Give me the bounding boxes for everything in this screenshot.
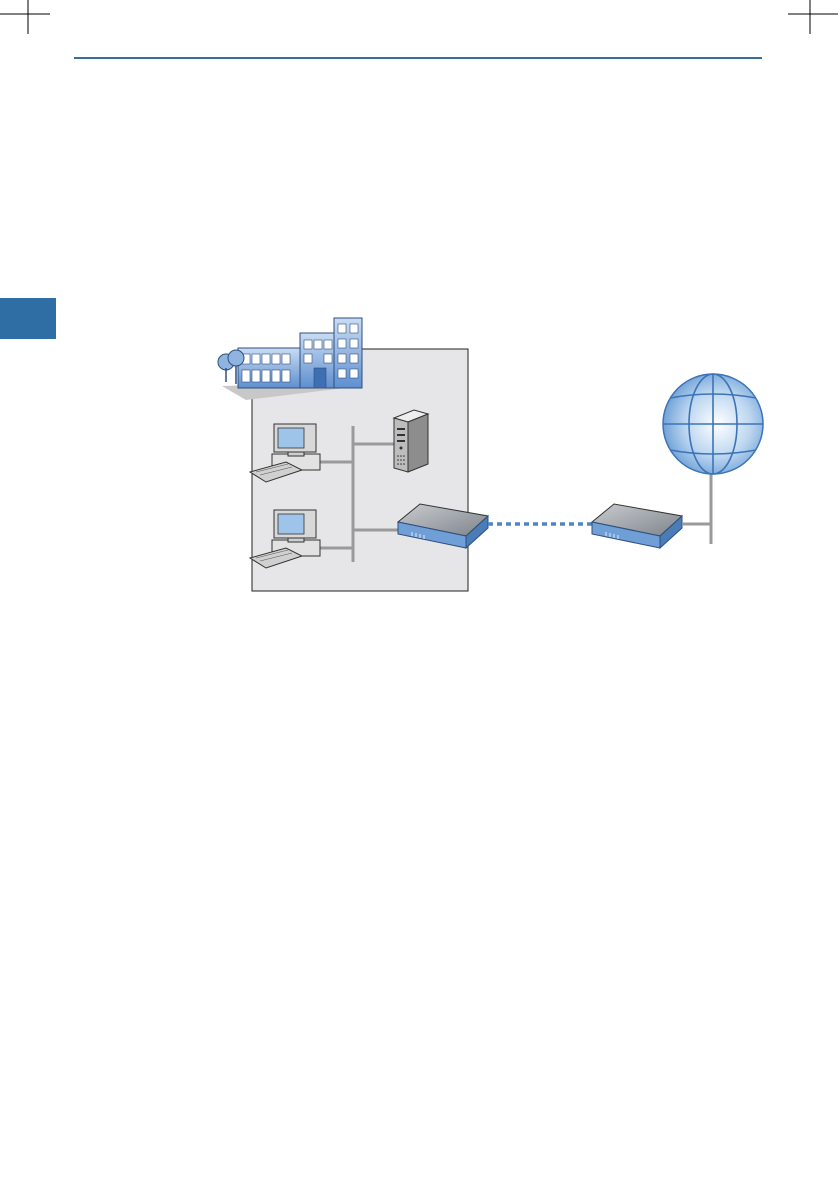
- internet-cable: [682, 472, 711, 544]
- server-tower-icon: [394, 410, 428, 472]
- globe-icon: [663, 374, 763, 474]
- building-icon: [218, 318, 362, 400]
- router-icon: [592, 504, 682, 548]
